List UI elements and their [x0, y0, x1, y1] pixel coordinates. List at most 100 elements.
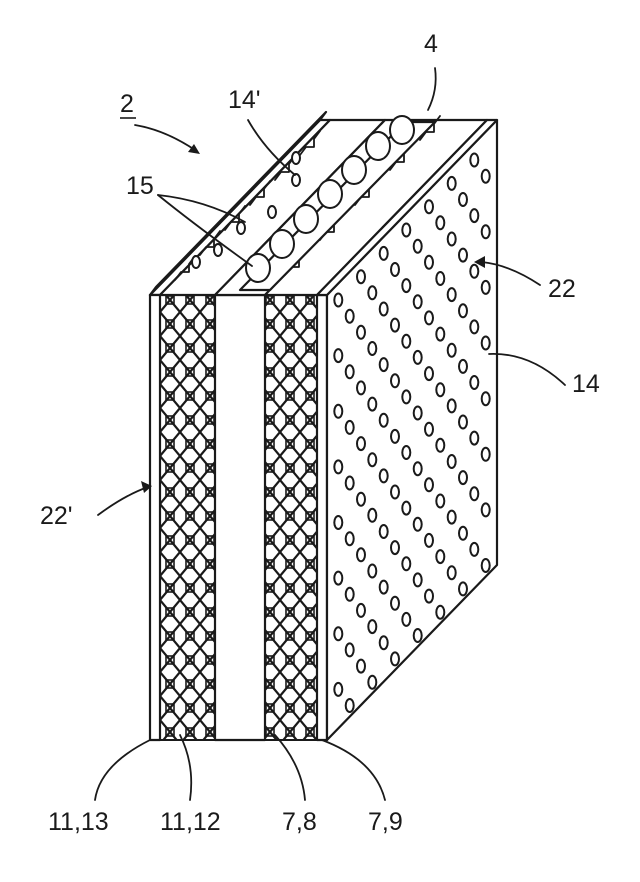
- label-layer-11-13: 11,13: [48, 808, 109, 836]
- perforation-hole: [402, 557, 410, 570]
- perforation-hole: [391, 374, 399, 387]
- perforation-hole: [482, 337, 490, 350]
- perforation-hole: [470, 154, 478, 167]
- perforation-hole: [482, 392, 490, 405]
- perforation-hole: [380, 581, 388, 594]
- perforation-hole: [402, 224, 410, 237]
- label-manifold: 4: [424, 30, 438, 58]
- perforation-hole: [448, 566, 456, 579]
- perforation-hole: [459, 304, 467, 317]
- perforation-hole: [357, 604, 365, 617]
- perforation-hole: [448, 455, 456, 468]
- perforation-hole: [346, 310, 354, 323]
- perforation-hole: [357, 437, 365, 450]
- perforation-hole: [334, 627, 342, 640]
- perforation-hole: [368, 509, 376, 522]
- perforation-hole: [357, 381, 365, 394]
- perforation-hole: [380, 303, 388, 316]
- perforation-hole: [346, 588, 354, 601]
- perforation-hole: [470, 432, 478, 445]
- perforation-hole: [425, 367, 433, 380]
- label-front-hole: 14: [572, 370, 600, 398]
- perforation-hole: [482, 503, 490, 516]
- perforation-hole: [368, 676, 376, 689]
- perforation-hole: [448, 177, 456, 190]
- perforation-hole: [425, 534, 433, 547]
- perforation-hole: [436, 606, 444, 619]
- perforation-hole: [436, 495, 444, 508]
- perforation-hole: [334, 349, 342, 362]
- perforation-hole: [482, 448, 490, 461]
- perforation-hole: [436, 328, 444, 341]
- perforation-hole: [357, 326, 365, 339]
- perforation-hole: [482, 281, 490, 294]
- perforation-hole: [414, 573, 422, 586]
- perforation-hole: [436, 216, 444, 229]
- perforation-hole: [459, 249, 467, 262]
- perforation-hole: [482, 170, 490, 183]
- perforation-hole: [414, 240, 422, 253]
- perforation-hole: [368, 398, 376, 411]
- label-channels: 15: [126, 172, 154, 200]
- perforation-hole: [334, 516, 342, 529]
- perforation-hole: [436, 439, 444, 452]
- perforation-hole: [380, 414, 388, 427]
- perforation-hole: [459, 527, 467, 540]
- perforation-hole: [357, 270, 365, 283]
- perforation-hole: [459, 416, 467, 429]
- perforation-hole: [402, 613, 410, 626]
- perforation-hole: [425, 590, 433, 603]
- perforation-hole: [436, 383, 444, 396]
- perforation-hole: [368, 453, 376, 466]
- perforation-hole: [357, 660, 365, 673]
- perforation-hole: [436, 550, 444, 563]
- perforation-hole: [448, 344, 456, 357]
- perforation-hole: [470, 543, 478, 556]
- perforation-hole: [357, 548, 365, 561]
- perforation-hole: [414, 295, 422, 308]
- perforation-hole: [334, 294, 342, 307]
- label-top-holes: 14': [228, 86, 261, 114]
- perforation-hole: [414, 351, 422, 364]
- perforation-hole: [459, 471, 467, 484]
- perforation-hole: [391, 430, 399, 443]
- perforation-hole: [414, 462, 422, 475]
- perforation-hole: [414, 518, 422, 531]
- perforation-hole: [391, 486, 399, 499]
- perforation-hole: [346, 421, 354, 434]
- perforation-hole: [334, 460, 342, 473]
- perforation-hole: [425, 200, 433, 213]
- label-layer-7-8: 7,8: [282, 808, 317, 836]
- perforation-hole: [380, 469, 388, 482]
- perforation-hole: [346, 365, 354, 378]
- perforation-hole: [402, 446, 410, 459]
- perforation-hole: [402, 279, 410, 292]
- perforation-hole: [482, 225, 490, 238]
- perforation-hole: [470, 209, 478, 222]
- perforation-hole: [482, 559, 490, 572]
- perforation-hole: [470, 320, 478, 333]
- perforation-hole: [391, 652, 399, 665]
- perforation-hole: [402, 390, 410, 403]
- perforation-hole: [448, 233, 456, 246]
- perforation-hole: [425, 311, 433, 324]
- perforation-hole: [459, 193, 467, 206]
- perforation-hole: [459, 360, 467, 373]
- perforation-hole: [459, 582, 467, 595]
- perforation-hole: [368, 342, 376, 355]
- perforation-hole: [346, 643, 354, 656]
- perforation-hole: [470, 487, 478, 500]
- perforation-hole: [470, 376, 478, 389]
- perforation-hole: [448, 511, 456, 524]
- perforation-hole: [391, 263, 399, 276]
- perforation-hole: [402, 502, 410, 515]
- perforation-hole: [380, 525, 388, 538]
- perforation-hole: [391, 319, 399, 332]
- perforation-hole: [391, 597, 399, 610]
- left-plate-11-13: [150, 295, 160, 740]
- perforation-hole: [402, 335, 410, 348]
- label-layer-11-12: 11,12: [160, 808, 221, 836]
- perforation-hole: [425, 423, 433, 436]
